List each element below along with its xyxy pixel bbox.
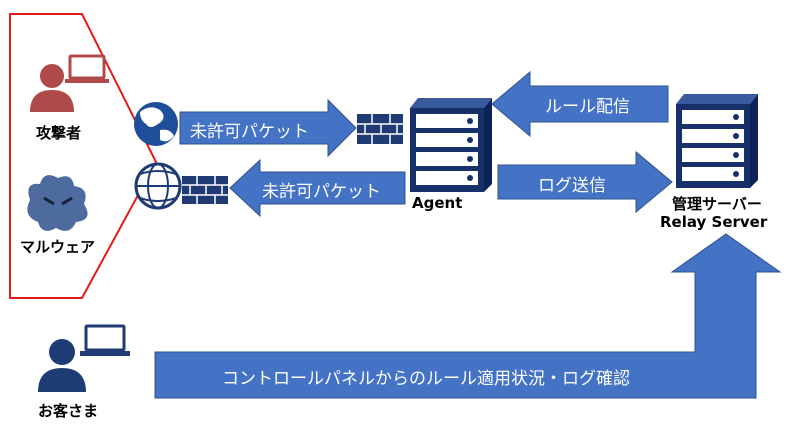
arrow-rule-delivery (491, 70, 669, 138)
globe-icon-top (134, 102, 178, 146)
arrow-log-send (497, 150, 673, 214)
firewall-icon-right (357, 114, 403, 144)
globe-icon-bottom (134, 162, 182, 210)
arrow-control-panel (154, 233, 782, 399)
arrow-rule-delivery-label: ルール配信 (545, 97, 630, 117)
arrow-unauth-out (229, 158, 406, 218)
arrow-log-send-label: ログ送信 (538, 176, 606, 196)
malware-label: マルウェア (20, 238, 96, 256)
arrow-unauth-out-label: 未許可パケット (262, 182, 381, 202)
attacker-label: 攻撃者 (36, 124, 82, 142)
customer-icon (38, 324, 130, 392)
firewall-icon-left (182, 176, 228, 204)
attacker-icon (30, 54, 109, 112)
threat-zone-boundary (9, 13, 158, 299)
agent-server-icon (410, 98, 492, 192)
server-label-line1: 管理サーバー (672, 195, 762, 213)
arrow-unauth-in-label: 未許可パケット (190, 122, 309, 142)
arrow-unauth-in (179, 98, 357, 158)
malware-icon (27, 175, 88, 231)
management-server-icon (676, 94, 758, 188)
arrow-control-panel-label: コントロールパネルからのルール適用状況・ログ確認 (222, 369, 630, 389)
agent-label: Agent (412, 194, 463, 212)
customer-label: お客さま (38, 402, 99, 420)
server-label-line2: Relay Server (660, 213, 768, 231)
